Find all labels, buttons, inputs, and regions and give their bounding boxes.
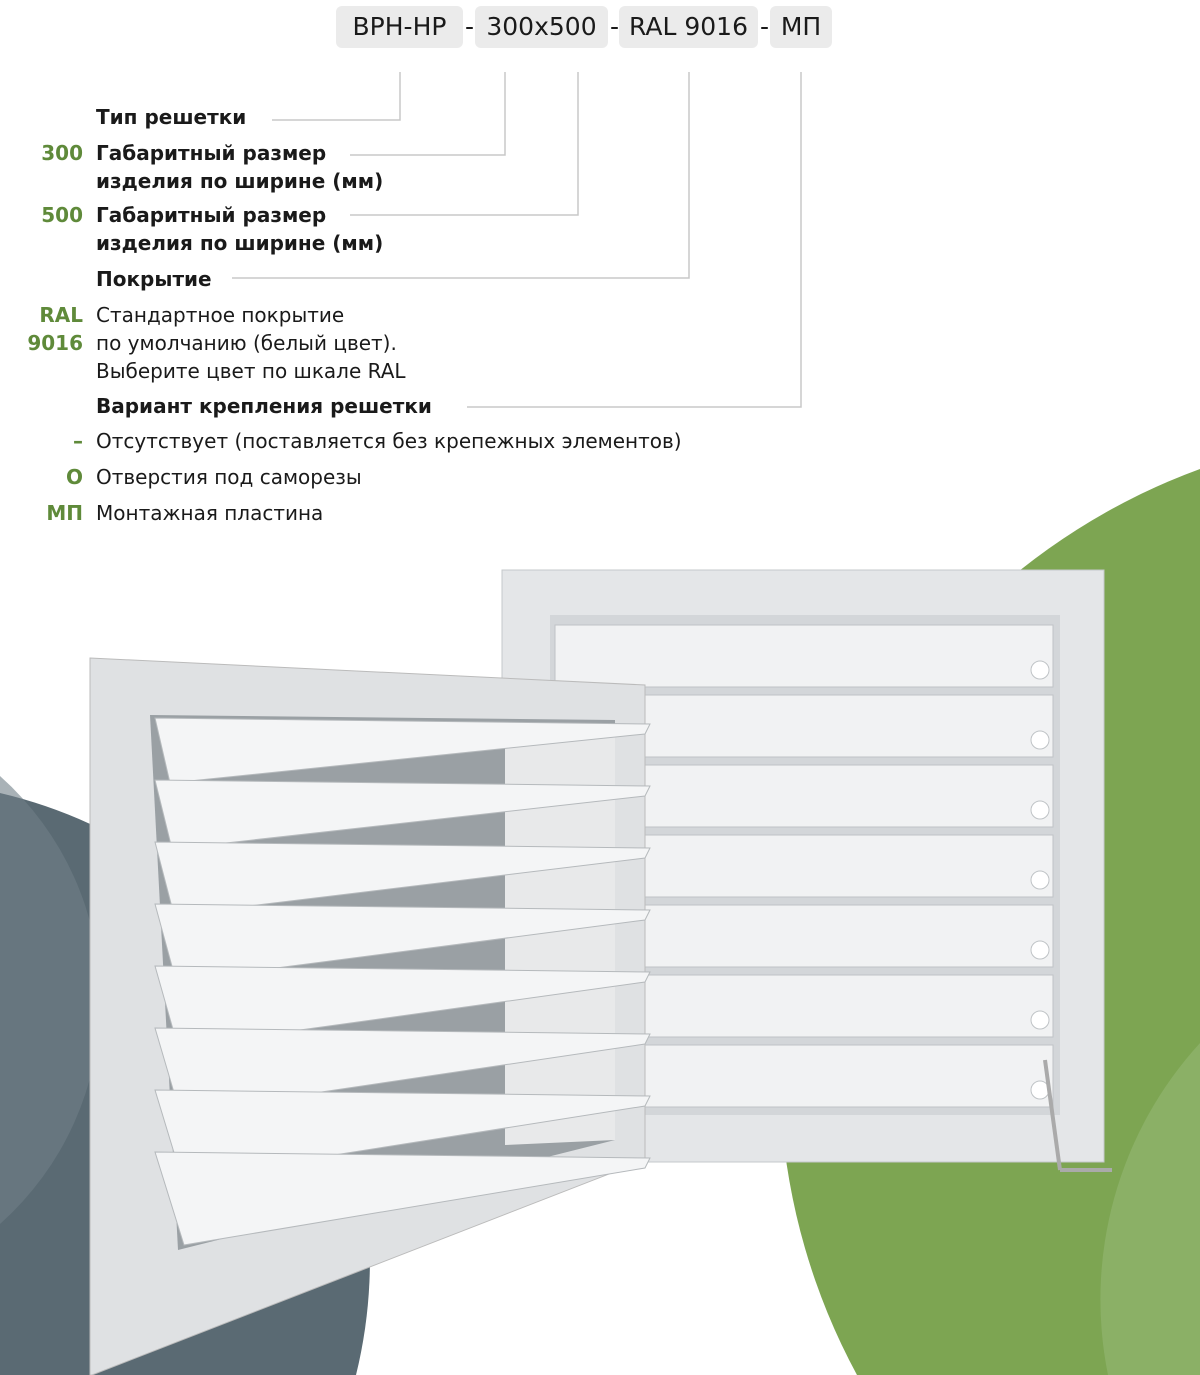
legend-height-code: 500 [41, 203, 83, 227]
mount-option-code: О [65, 465, 83, 489]
mount-option-text: Отверстия под саморезы [96, 465, 362, 489]
code-chip-type: ВРН-НР [336, 6, 463, 48]
legend-coating-label: Покрытие [96, 267, 212, 291]
louver-hinge [1030, 800, 1050, 820]
separator: - [760, 12, 770, 41]
legend-width-label: изделия по ширине (мм) [96, 169, 384, 193]
legend-width-code: 300 [41, 141, 83, 165]
louver [154, 1151, 651, 1246]
legend-height-label: Габаритный размер [96, 203, 327, 227]
separator: - [610, 12, 620, 41]
light-green-circle-shape [1100, 1043, 1200, 1375]
code-chip-size: 300х500 [475, 6, 608, 48]
louver-hinge [1030, 940, 1050, 960]
louver-hinge [1030, 730, 1050, 750]
legend-ral-code: 9016 [27, 331, 83, 355]
grille-front [89, 657, 651, 1375]
code-chip-mount: МП [770, 6, 832, 48]
legend-ral-text: Выберите цвет по шкале RAL [96, 359, 406, 383]
louver-hinge [1030, 870, 1050, 890]
louver [154, 965, 651, 1048]
connector-lines [232, 72, 802, 408]
legend-height-label: изделия по ширине (мм) [96, 231, 384, 255]
mount-option-code: МП [46, 501, 83, 525]
mount-option-text: Отсутствует (поставляется без крепежных … [96, 429, 682, 453]
legend-ral-text: по умолчанию (белый цвет). [96, 331, 397, 355]
separator: - [465, 12, 475, 41]
mount-option-code: – [73, 429, 83, 453]
light-slate-circle-shape [0, 776, 101, 1224]
mount-option-text: Монтажная пластина [96, 501, 324, 525]
louver [154, 841, 651, 916]
louver [154, 903, 651, 982]
louver [154, 779, 651, 850]
legend-width-label: Габаритный размер [96, 141, 327, 165]
legend-type-label: Тип решетки [96, 105, 247, 129]
legend-mount-label: Вариант крепления решетки [96, 394, 432, 418]
louver [154, 717, 651, 784]
louver-hinge [1030, 1010, 1050, 1030]
louver [554, 624, 1054, 688]
louver-hinge [1030, 660, 1050, 680]
legend-ral-text: Стандартное покрытие [96, 303, 345, 327]
code-chip-color: RAL 9016 [619, 6, 758, 48]
legend-ral-code: RAL [39, 303, 83, 327]
